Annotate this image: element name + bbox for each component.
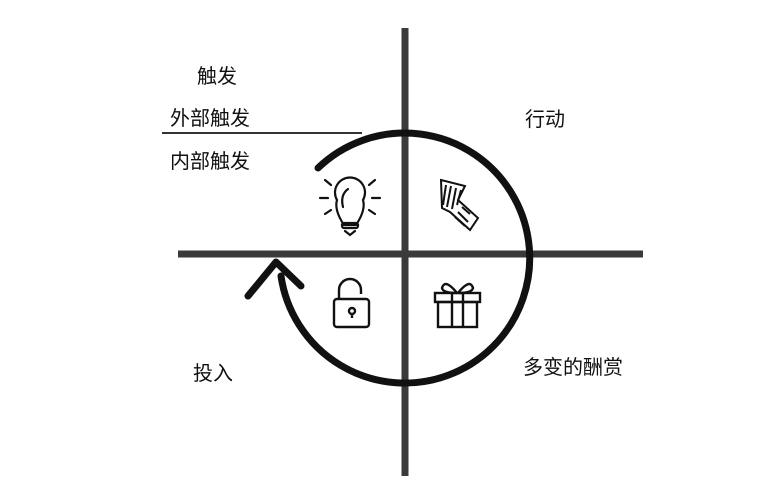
trigger-label: 触发: [197, 64, 237, 88]
lightbulb-icon: [318, 176, 382, 237]
cycle-arrowhead: [244, 258, 305, 300]
investment-label: 投入: [193, 361, 233, 385]
external-trigger-label: 外部触发: [170, 106, 250, 130]
unlock-icon: [332, 277, 371, 329]
cycle-arc: [277, 129, 534, 387]
gift-icon: [433, 282, 482, 329]
internal-trigger-label: 内部触发: [170, 149, 250, 173]
arrow-up-left-icon: [439, 178, 480, 232]
action-label: 行动: [525, 107, 565, 131]
variable-reward-label: 多变的酬赏: [523, 355, 623, 379]
